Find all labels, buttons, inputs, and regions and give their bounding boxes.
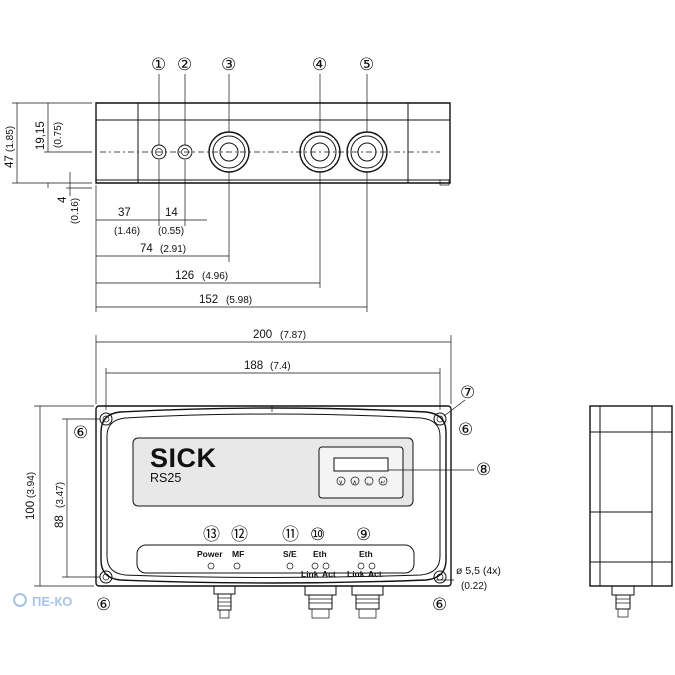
callout-6-left: ⑥ xyxy=(73,423,88,442)
display-unit xyxy=(318,446,404,499)
side-housing xyxy=(589,405,673,587)
dim-74-inch: (2.91) xyxy=(160,244,186,255)
led-label-mf: MF xyxy=(232,549,244,559)
dim-height-top-inch: (0.75) xyxy=(53,122,64,148)
led-label-act2: Act xyxy=(368,569,382,579)
bottom-connector-m8 xyxy=(213,585,236,619)
watermark: ПЕ-КО xyxy=(13,593,72,609)
top-view-housing xyxy=(95,102,451,184)
model-label: RS25 xyxy=(150,471,181,485)
watermark-text: ПЕ-КО xyxy=(32,594,72,609)
led-label-eth1: Eth xyxy=(313,549,327,559)
dim-width-holes-inch: (7.4) xyxy=(270,361,291,372)
front-housing xyxy=(95,405,452,587)
callout-5: ⑤ xyxy=(359,55,374,74)
brand-logo: SICK xyxy=(150,443,217,473)
front-view: 200 (7.87) 188 (7.4) 100 (3.94) 88 (3.47… xyxy=(25,329,501,619)
callout-6-bl: ⑥ xyxy=(96,595,111,614)
callout-10: ⑩ xyxy=(310,525,325,544)
dim-74: 74 xyxy=(140,243,153,255)
dim-height-bottom-inch: (0.16) xyxy=(70,198,81,224)
callout-3: ③ xyxy=(221,55,236,74)
display-buttons: ∨ ∧ ← ↵ xyxy=(336,476,388,486)
dim-width-holes: 188 xyxy=(244,360,263,372)
mounting-hole-tl xyxy=(99,412,113,426)
callout-6-tr: ⑥ xyxy=(458,420,473,439)
side-view xyxy=(589,405,673,618)
dim-126: 126 xyxy=(175,270,194,282)
led-label-act1: Act xyxy=(322,569,336,579)
button-up-icon: ∧ xyxy=(353,480,357,486)
front-cover xyxy=(100,407,447,584)
callout-13: ⑬ xyxy=(203,525,220,544)
dim-height-bottom: 4 xyxy=(57,196,69,203)
mounting-hole-tr xyxy=(433,412,447,426)
led-label-link1: Link xyxy=(301,569,319,579)
dim-height-total-inch: (3.94) xyxy=(26,472,37,498)
callout-11: ⑪ xyxy=(282,525,299,544)
dim-height-total: 100 xyxy=(25,501,37,520)
button-back-icon: ← xyxy=(366,480,372,486)
dim-14: 14 xyxy=(165,207,178,219)
dim-14-inch: (0.55) xyxy=(158,226,184,237)
dim-126-inch: (4.96) xyxy=(202,271,228,282)
dim-152: 152 xyxy=(199,294,218,306)
hole-diameter: ø 5,5 (4x) xyxy=(456,565,501,577)
led-label-eth2: Eth xyxy=(359,549,373,559)
callout-6-br: ⑥ xyxy=(432,595,447,614)
callout-12: ⑫ xyxy=(231,525,248,544)
led-eth2-act xyxy=(368,562,376,570)
led-label-link2: Link xyxy=(347,569,365,579)
dim-height-main: 47 xyxy=(4,155,16,168)
callout-4: ④ xyxy=(312,55,327,74)
top-view: ① ② ③ ④ ⑤ 47 (1.85) 19,15 (0.75) 4 (0.16… xyxy=(4,55,451,312)
led-se xyxy=(286,562,294,570)
dim-height-holes: 88 xyxy=(54,515,66,528)
bottom-connector-eth2 xyxy=(351,585,384,619)
callout-1: ① xyxy=(151,55,166,74)
callout-8: ⑧ xyxy=(476,460,491,479)
led-eth1-act xyxy=(322,562,330,570)
callout-9: ⑨ xyxy=(356,525,371,544)
dim-37-inch: (1.46) xyxy=(114,226,140,237)
led-mf xyxy=(233,562,241,570)
callout-7: ⑦ xyxy=(460,383,475,402)
led-eth2-link xyxy=(357,562,365,570)
led-label-se: S/E xyxy=(283,549,297,559)
button-enter-icon: ↵ xyxy=(381,480,386,486)
dim-width-total: 200 xyxy=(253,329,272,341)
dim-37: 37 xyxy=(118,207,131,219)
dim-height-top: 19,15 xyxy=(35,121,47,150)
mounting-hole-bl xyxy=(99,570,113,584)
dim-height-holes-inch: (3.47) xyxy=(55,482,66,508)
callout-2: ② xyxy=(177,55,192,74)
dim-152-inch: (5.98) xyxy=(226,295,252,306)
led-label-power: Power xyxy=(197,549,223,559)
bottom-connector-eth1 xyxy=(304,585,337,619)
dim-height-main-inch: (1.85) xyxy=(5,126,16,152)
led-eth1-link xyxy=(311,562,319,570)
button-down-icon: ∨ xyxy=(339,480,343,486)
led-power xyxy=(207,562,215,570)
dim-width-total-inch: (7.87) xyxy=(280,330,306,341)
lcd-display xyxy=(333,457,389,472)
led-strip xyxy=(136,544,415,574)
hole-diameter-inch: (0.22) xyxy=(461,581,487,592)
side-connector xyxy=(611,585,635,618)
